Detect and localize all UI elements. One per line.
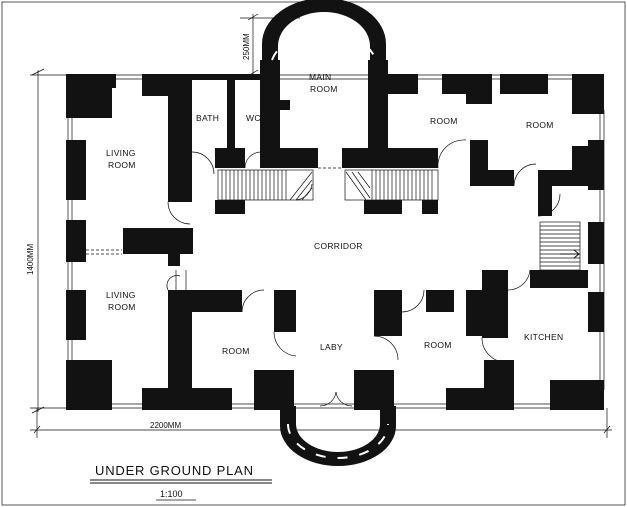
plan-scale: 1:100 — [160, 489, 183, 499]
laby-apse — [280, 391, 396, 466]
stair-right — [344, 169, 439, 201]
stair-left — [217, 167, 342, 201]
label-bath: BATH — [196, 113, 219, 123]
dim-width: 2200MM — [150, 421, 181, 430]
label-living-bottom-1: LIVING — [106, 290, 136, 300]
doors — [166, 139, 561, 363]
label-corridor: CORRIDOR — [314, 241, 363, 251]
walls — [66, 60, 604, 410]
label-room-top-2: ROOM — [526, 120, 554, 130]
label-room-bottom-left: ROOM — [222, 346, 250, 356]
label-laby: LABY — [320, 342, 343, 352]
dim-height: 1400MM — [26, 244, 35, 275]
main-room-apse — [262, 0, 386, 74]
stair-kitchen — [539, 221, 581, 271]
plan-title: UNDER GROUND PLAN — [95, 463, 254, 478]
label-kitchen: KITCHEN — [524, 332, 563, 342]
label-room-top-1: ROOM — [430, 116, 458, 126]
label-living-top-1: LIVING — [106, 148, 136, 158]
label-living-bottom-2: ROOM — [108, 302, 136, 312]
label-room-bottom-mid: ROOM — [424, 340, 452, 350]
label-living-top-2: ROOM — [108, 160, 136, 170]
label-main-room-2: ROOM — [310, 84, 338, 94]
label-main-room-1: MAIN — [309, 72, 331, 82]
dim-bay: 250MM — [242, 33, 251, 60]
dimension-lines — [30, 13, 612, 438]
label-wc: WC — [246, 113, 261, 123]
